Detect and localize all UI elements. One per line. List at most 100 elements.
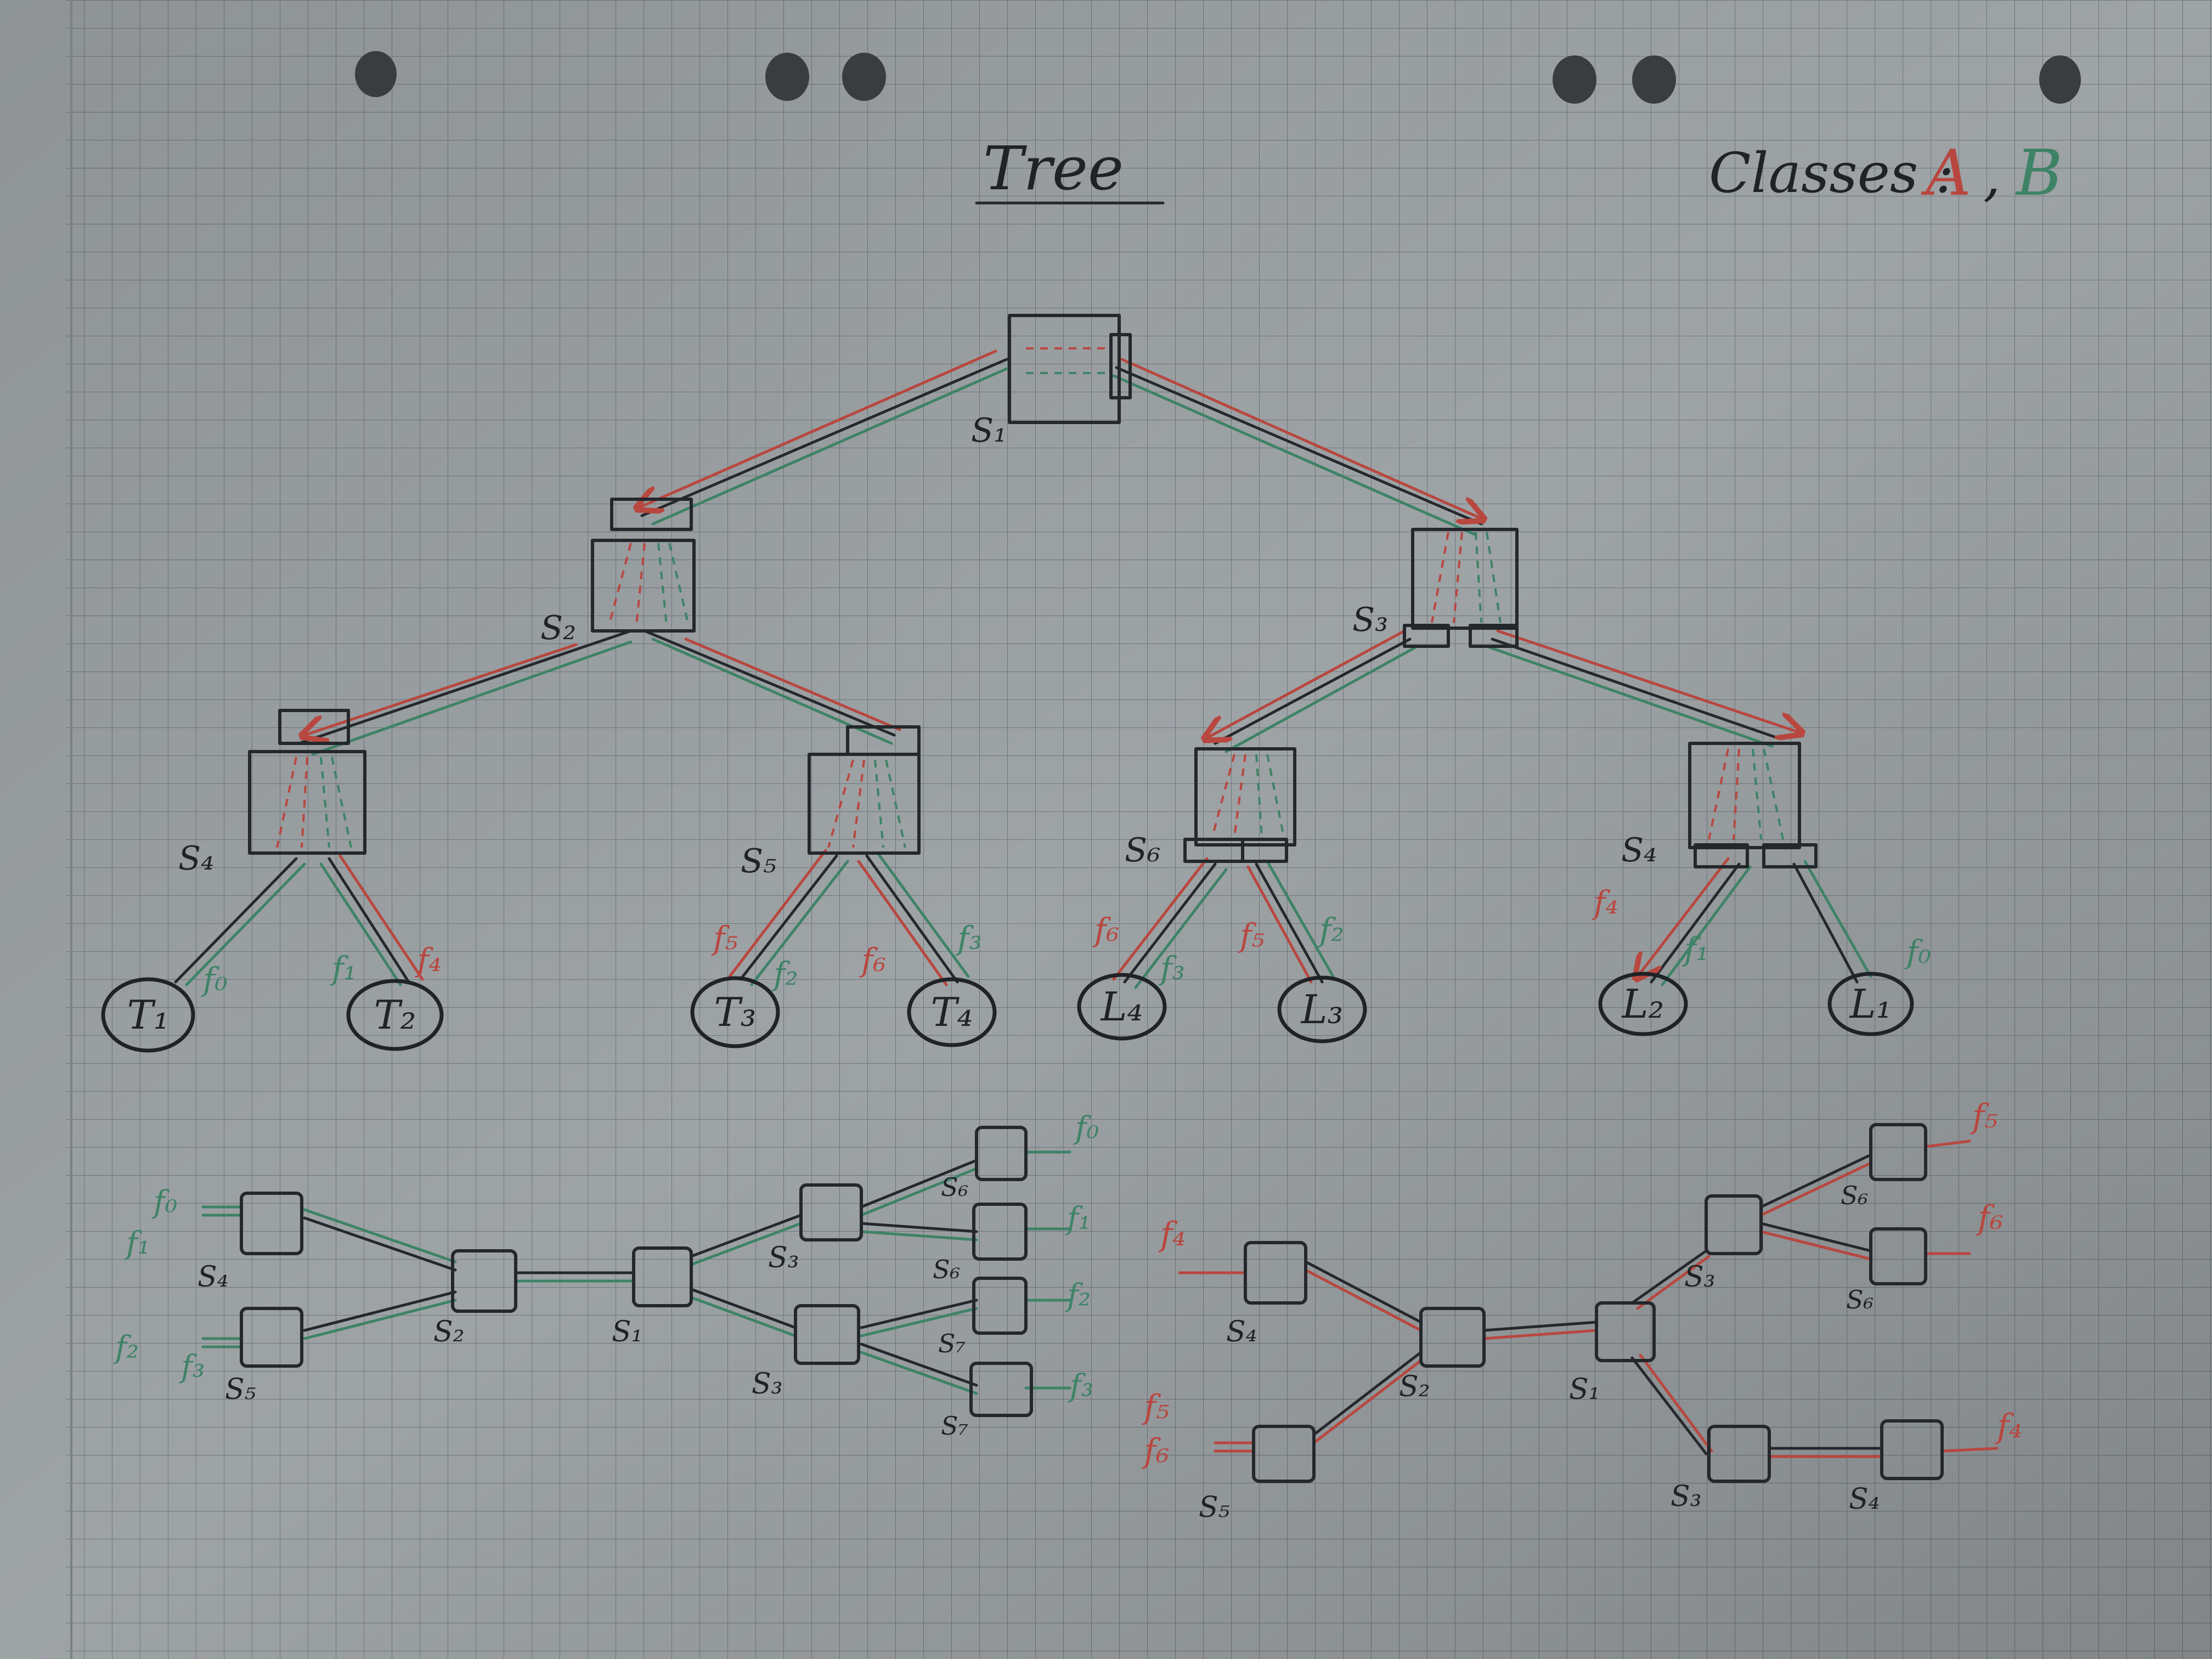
graph-a-s6-bottom-label: S₆ xyxy=(1846,1285,1874,1314)
graph-a-s4-label: S₄ xyxy=(1226,1316,1257,1348)
feature-l1-f0: f₀ xyxy=(1904,933,1931,970)
feature-l3-f2: f₂ xyxy=(1317,911,1344,949)
graph-b-node-s6-bottom xyxy=(972,1203,1028,1261)
feature-t2-f1: f₁ xyxy=(330,950,357,987)
graph-b-in-f0: f₀ xyxy=(151,1184,177,1220)
graph-b-node-s3-bottom xyxy=(794,1304,860,1365)
tree-s4-right-label: S₄ xyxy=(1621,831,1657,870)
graph-b-node-s7-bottom xyxy=(969,1362,1033,1417)
graph-b-s3-bottom-label: S₃ xyxy=(752,1368,782,1401)
graph-a-s1-label: S₁ xyxy=(1569,1373,1600,1406)
graph-b-in-f2: f₂ xyxy=(113,1330,139,1365)
graph-b-node-s3-top xyxy=(799,1183,863,1242)
classes-legend: Classes : A , B xyxy=(1709,137,2063,210)
tree-s4-left-label: S₄ xyxy=(178,839,214,878)
tree-leaf-l4: L₄ xyxy=(1077,973,1167,1041)
graph-b-s6-top-label: S₆ xyxy=(941,1172,968,1202)
tree-leaf-l1: L₁ xyxy=(1827,972,1914,1036)
tree-leaf-l2: L₂ xyxy=(1598,972,1688,1036)
graph-b-out-f3: f₃ xyxy=(1068,1368,1093,1404)
graph-a-node-s6-top xyxy=(1869,1123,1927,1181)
tree-node-s5: S₅ xyxy=(741,725,921,881)
graph-a-node-s6-bottom xyxy=(1869,1227,1927,1285)
tree-leaf-t2: T₂ xyxy=(346,979,444,1051)
graph-b-s5-label: S₅ xyxy=(225,1373,256,1406)
graph-b-s2-label: S₂ xyxy=(433,1316,464,1348)
graph-a-s3-top-label: S₃ xyxy=(1684,1261,1715,1294)
graph-b-node-s4 xyxy=(240,1192,303,1255)
decision-tree: S₁ S₂ S₃ S₄ xyxy=(101,314,1931,1053)
feature-l2-f1: f₁ xyxy=(1682,930,1709,968)
graph-b-s3-top-label: S₃ xyxy=(768,1242,799,1274)
leaf-l4-label: L₄ xyxy=(1100,984,1143,1030)
feature-t4-f6: f₆ xyxy=(859,941,886,979)
feature-t2-f4: f₄ xyxy=(415,941,442,979)
leaf-t3-label: T₃ xyxy=(714,989,757,1035)
graph-b-node-s6-top xyxy=(975,1126,1028,1181)
graph-b-s6-bottom-label: S₆ xyxy=(933,1255,960,1284)
graph-b-in-f1: f₁ xyxy=(124,1226,150,1261)
classes-separator: , xyxy=(1983,144,2001,208)
graph-b-out-f2: f₂ xyxy=(1065,1278,1091,1313)
tree-leaf-l3: L₃ xyxy=(1277,975,1367,1043)
tree-s2-label: S₂ xyxy=(540,609,576,647)
graph-b-node-s1 xyxy=(632,1246,693,1307)
graph-a-node-s1 xyxy=(1595,1301,1656,1362)
graph-a-in-f6: f₆ xyxy=(1142,1432,1169,1470)
graph-a-node-s3-bottom xyxy=(1707,1425,1771,1483)
tree-node-s2: S₂ xyxy=(540,498,696,647)
graph-a-node-s4-right xyxy=(1880,1419,1944,1480)
feature-t3-f2: f₂ xyxy=(771,955,798,992)
graph-b-s7-top-label: S₇ xyxy=(938,1329,966,1358)
feature-t4-f3: f₃ xyxy=(955,919,982,957)
tree-s6-label: S₆ xyxy=(1125,831,1160,870)
feature-l4-f3: f₃ xyxy=(1158,950,1185,987)
graph-a-out-f6: f₆ xyxy=(1976,1199,2003,1237)
leaf-t4-label: T₄ xyxy=(931,989,973,1035)
graph-a-node-s2 xyxy=(1419,1307,1486,1368)
class-a-label: A xyxy=(1921,137,1971,210)
tree-leaf-t4: T₄ xyxy=(907,977,997,1047)
tree-node-s3: S₃ xyxy=(1352,528,1519,648)
graph-b-out-f1: f₁ xyxy=(1065,1201,1091,1237)
tree-node-s4-right: S₄ xyxy=(1621,742,1818,870)
tree-leaf-t1: T₁ xyxy=(101,977,195,1053)
feature-l4-f6: f₆ xyxy=(1092,911,1119,949)
leaf-t1-label: T₁ xyxy=(127,992,170,1038)
tree-s5-label: S₅ xyxy=(741,842,776,881)
graph-b-node-s2 xyxy=(451,1249,517,1313)
graph-a-out-f5: f₅ xyxy=(1970,1097,1997,1136)
graph-a-s3-bottom-label: S₃ xyxy=(1671,1480,1701,1513)
feature-l3-f5: f₅ xyxy=(1238,917,1265,954)
graph-b-node-s7-top xyxy=(972,1277,1028,1335)
graph-b-s7-bottom-label: S₇ xyxy=(941,1411,968,1441)
graph-b-s4-label: S₄ xyxy=(198,1261,228,1294)
tree-node-s6: S₆ xyxy=(1125,747,1296,870)
graph-b-in-f3: f₃ xyxy=(179,1349,205,1385)
graph-a-node-s3-top xyxy=(1705,1194,1763,1255)
graph-b-s1-label: S₁ xyxy=(612,1316,642,1348)
leaf-l2-label: L₂ xyxy=(1621,981,1664,1027)
class-b-label: B xyxy=(2015,137,2063,210)
graph-a-node-s5 xyxy=(1252,1425,1316,1483)
graph-a-s5-label: S₅ xyxy=(1199,1491,1230,1524)
tree-s3-label: S₃ xyxy=(1352,601,1388,639)
graph-b-node-s5 xyxy=(240,1307,303,1368)
tree-node-s1: S₁ xyxy=(971,314,1132,450)
graph-a-s6-top-label: S₆ xyxy=(1841,1181,1868,1210)
tree-s1-label: S₁ xyxy=(971,411,1007,450)
tree-feature-labels: f₀ f₁ f₄ f₅ f₂ f₆ f₃ f₆ f₃ f₅ f₂ f₄ f₁ f… xyxy=(201,884,1931,998)
classes-prefix: Classes : xyxy=(1709,141,1954,205)
binder-holes xyxy=(355,51,2081,104)
graph-a-in-f5: f₅ xyxy=(1142,1388,1169,1426)
tree-leaf-t3: T₃ xyxy=(690,976,780,1048)
leaf-l3-label: L₃ xyxy=(1300,986,1344,1032)
graph-a-node-s4 xyxy=(1244,1241,1307,1305)
graph-a-s2-label: S₂ xyxy=(1399,1370,1430,1403)
graph-a-s4-right-label: S₄ xyxy=(1849,1483,1880,1516)
feature-t1-f0: f₀ xyxy=(201,961,228,998)
graph-a-in-f4: f₄ xyxy=(1158,1215,1186,1254)
feature-l2-f4: f₄ xyxy=(1592,884,1618,921)
tree-node-s4-left: S₄ xyxy=(178,709,366,878)
